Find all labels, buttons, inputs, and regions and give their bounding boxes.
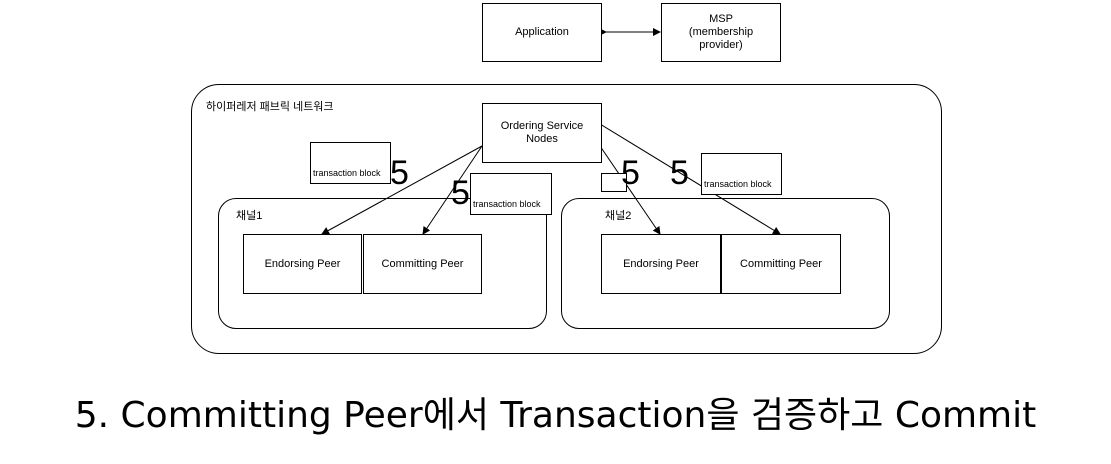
msp-box: MSP (membership provider) [661, 3, 781, 62]
diagram-caption: 5. Committing Peer에서 Transaction을 검증하고 C… [74, 395, 1037, 436]
step-number-3: 5 [621, 154, 640, 192]
application-box: Application [482, 3, 602, 62]
fabric-network-container [191, 84, 942, 354]
ch2-committing-peer-label: Committing Peer [740, 257, 822, 270]
transaction-block-2-label: transaction block [473, 199, 541, 209]
ch2-committing-peer-box: Committing Peer [721, 234, 841, 294]
channel1-container [218, 198, 547, 329]
transaction-block-1: transaction block [310, 142, 391, 184]
ch2-endorsing-peer-label: Endorsing Peer [623, 257, 699, 270]
step-number-1: 5 [390, 154, 409, 192]
application-label: Application [515, 26, 569, 38]
ordering-to-ch1-committing-arrow [422, 145, 483, 235]
ch1-endorsing-peer-label: Endorsing Peer [264, 257, 341, 270]
ch2-endorsing-peer-box: Endorsing Peer [601, 234, 721, 294]
network-label: 하이퍼레저 패브릭 네트워크 [206, 101, 334, 113]
step-number-2: 5 [451, 174, 470, 212]
msp-label: MSP (membership provider) [688, 13, 754, 51]
step-number-4: 5 [670, 154, 689, 192]
ordering-service-box: Ordering Service Nodes [482, 103, 602, 163]
transaction-block-1-label: transaction block [313, 168, 381, 178]
transaction-block-3: transaction block [701, 153, 782, 195]
ch1-endorsing-peer-box: Endorsing Peer [243, 234, 362, 294]
ordering-to-ch2-committing-arrow [599, 123, 781, 235]
channel2-container [561, 198, 890, 329]
ordering-service-label: Ordering Service Nodes [500, 120, 584, 145]
channel2-label: 채널2 [605, 210, 632, 222]
transaction-block-3-label: transaction block [704, 179, 772, 189]
channel1-label: 채널1 [236, 210, 263, 222]
ordering-to-ch2-endorsing-arrow [599, 145, 661, 235]
ordering-to-ch1-endorsing-arrow [321, 145, 483, 235]
transaction-block-2: transaction block [470, 173, 552, 215]
ch1-committing-peer-label: Committing Peer [381, 257, 464, 270]
small-empty-box [601, 173, 627, 192]
ch1-committing-peer-box: Committing Peer [363, 234, 482, 294]
